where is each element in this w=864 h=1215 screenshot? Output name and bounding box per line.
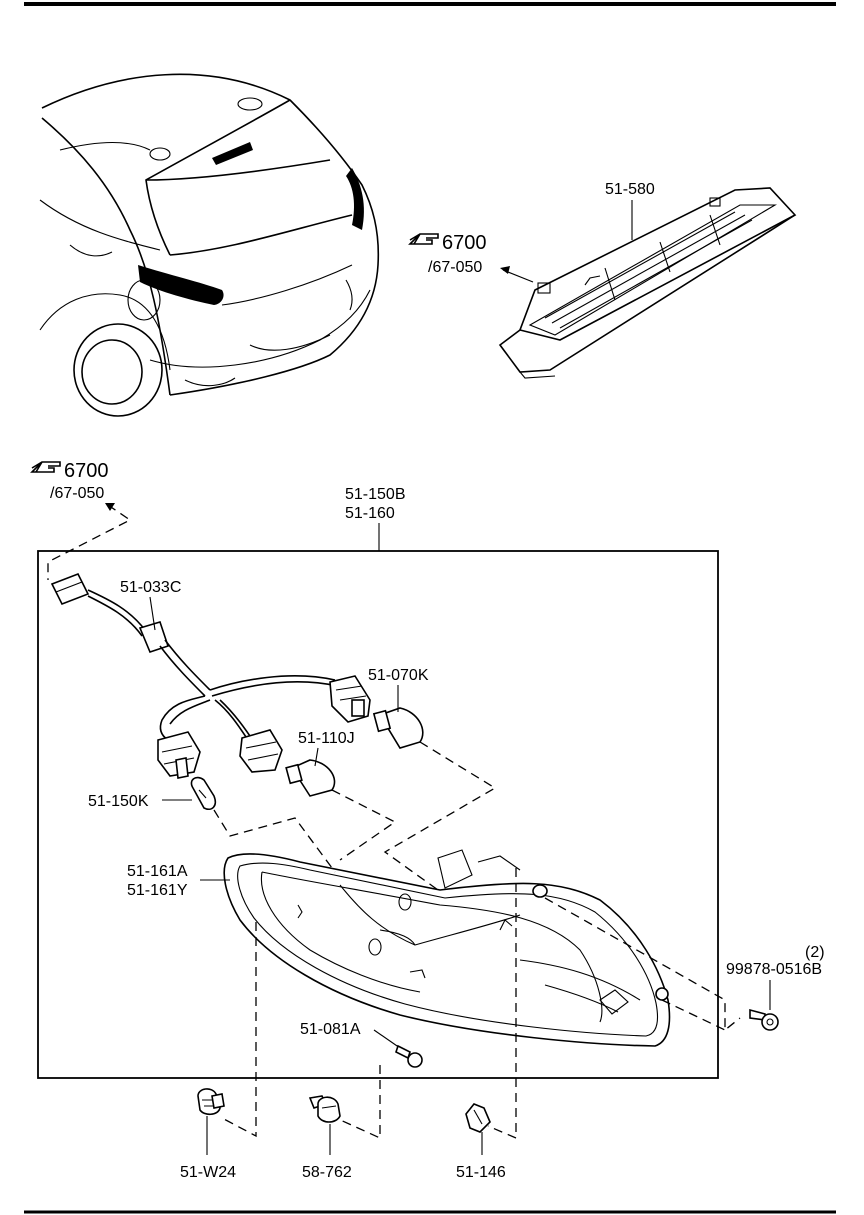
label-clip-762: 58-762 [302,1164,352,1181]
top-ref-section[interactable]: 6700 [442,232,487,254]
nut-part [395,1044,423,1068]
label-lens-a: 51-161A [127,863,188,880]
top-ref-page[interactable]: /67-050 [428,259,482,276]
left-reference: 6700 /67-050 [30,460,109,502]
label-harness: 51-033C [120,579,181,596]
label-assembly-a: 51-150B [345,486,406,503]
top-reference: 6700 /67-050 [408,232,487,276]
clip-762-part [308,1095,341,1123]
label-lens-b: 51-161Y [127,882,188,899]
label-screw-qty: (2) [805,944,825,961]
label-clip-146: 51-146 [456,1164,506,1181]
rear-combination-lamp [223,849,671,1047]
left-ref-page[interactable]: /67-050 [50,485,104,502]
screw-part [749,1008,779,1031]
label-screw: 99878-0516B [726,961,822,978]
pointing-hand-icon [30,461,61,473]
socket-upper [329,675,371,723]
socket-middle [239,729,283,773]
wiring-harness [50,572,338,743]
car-rear-illustration [39,73,380,417]
left-ref-section[interactable]: 6700 [64,460,109,482]
clip-146-part [465,1103,491,1133]
bulb-110j [285,759,336,797]
label-high-mount-lamp: 51-580 [605,181,655,198]
clip-w24-part [197,1088,225,1116]
pointing-hand-icon [408,233,439,245]
bulb-070k [372,707,424,749]
label-bulb-070k: 51-070K [368,667,429,684]
bulb-150k [190,776,217,811]
assembly-frame [37,550,719,1079]
socket-lower [157,731,201,779]
label-nut: 51-081A [300,1021,361,1038]
high-mount-stop-lamp [498,187,797,379]
label-bulb-150k: 51-150K [88,793,149,810]
label-assembly-b: 51-160 [345,505,395,522]
label-clip-w24: 51-W24 [180,1164,236,1181]
label-bulb-110j: 51-110J [298,730,355,747]
